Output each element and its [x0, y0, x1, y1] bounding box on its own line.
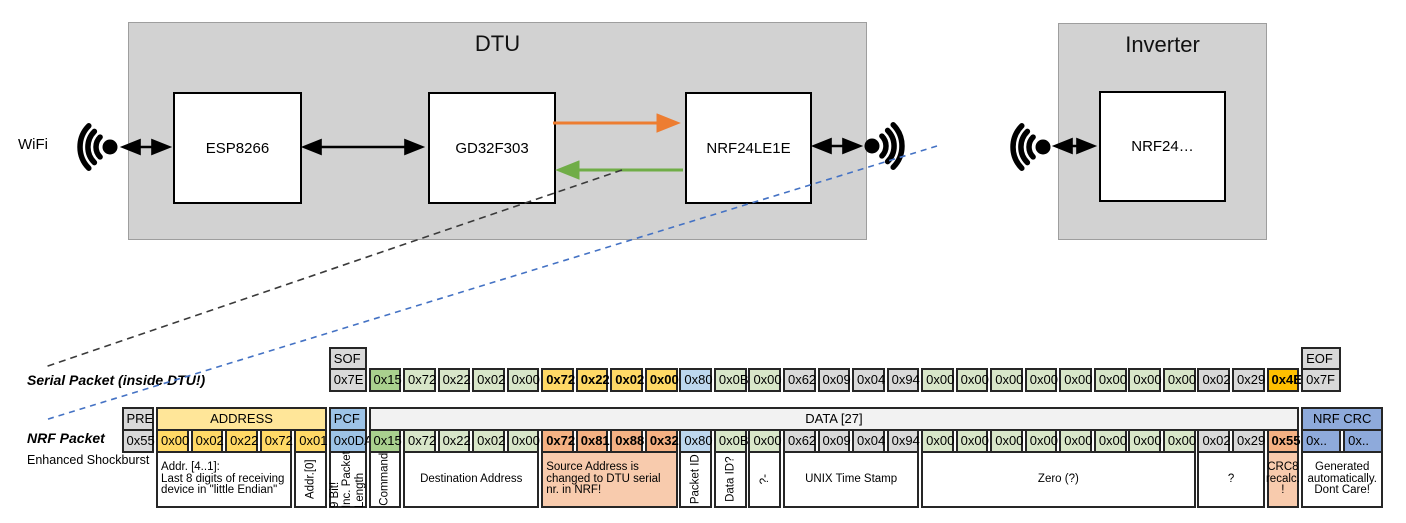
nrf-address-byte: 0x72 [259, 429, 293, 453]
serial-eof-byte: 0x7F [1301, 368, 1342, 392]
nrf-pre-header: PRE [121, 407, 155, 431]
serial-byte-cell: 0x00 [1162, 368, 1196, 392]
nrf-byte-cell: 0x22 [437, 429, 471, 453]
nrf-pcf-header: PCF [328, 407, 367, 431]
serial-byte-cell: 0x02 [610, 368, 644, 392]
serial-byte-cell: 0x00 [506, 368, 540, 392]
nrf-crc-header: NRF CRC [1301, 407, 1384, 431]
nrf-annotation-cell: Addr.[0] [294, 451, 327, 508]
serial-byte-cell: 0x0B [713, 368, 749, 392]
serial-byte-cell: 0x00 [1059, 368, 1093, 392]
serial-byte-cell: 0x72 [541, 368, 575, 392]
serial-byte-cell: 0x00 [748, 368, 782, 392]
nrf-annotation-cell: UNIX Time Stamp [782, 451, 920, 508]
inverter-title: Inverter [1125, 32, 1200, 57]
nrf-byte-cell: 0x00 [748, 429, 782, 453]
nrf-byte-cell: 0x62 [782, 429, 816, 453]
serial-byte-cell: 0x4E [1266, 368, 1302, 392]
component-inverter-nrf24-label: NRF24… [1131, 138, 1194, 155]
serial-byte-cell: 0x04 [852, 368, 885, 392]
nrf-packet-label: NRF Packet [27, 430, 105, 446]
nrf-byte-cell: 0x04 [852, 429, 885, 453]
nrf-byte-cell: 0x72 [403, 429, 436, 453]
nrf-byte-cell: 0x88 [610, 429, 644, 453]
nrf-byte-cell: 0x00 [1128, 429, 1162, 453]
serial-eof-header: EOF [1301, 347, 1342, 370]
serial-packet-label: Serial Packet (inside DTU!) [27, 372, 206, 388]
nrf-annotation-cell: Source Address is changed to DTU serial … [541, 451, 678, 508]
nrf-byte-cell: 0x94 [886, 429, 920, 453]
wifi-label: WiFi [18, 136, 48, 153]
serial-byte-cell: 0x02 [1197, 368, 1231, 392]
nrf-byte-cell: 0x02 [1197, 429, 1231, 453]
component-inverter-nrf24: NRF24… [1099, 91, 1226, 202]
nrf-annotation-cell: ? [1197, 451, 1265, 508]
serial-byte-cell: 0x15 [368, 368, 402, 392]
serial-byte-cell: 0x00 [1024, 368, 1058, 392]
nrf-byte-cell: 0x0B [713, 429, 749, 453]
nrf-byte-cell: 0x00 [921, 429, 954, 453]
nrf-byte-cell: 0x00 [990, 429, 1023, 453]
nrf-annotation-cell: Destination Address [403, 451, 540, 508]
nrf-byte-cell: 0x80 [679, 429, 713, 453]
nrf-byte-cell: 0x32 [644, 429, 679, 453]
nrf-byte-cell: 0x00 [955, 429, 989, 453]
nrf-byte-cell: 0x81 [575, 429, 610, 453]
serial-byte-cell: 0x00 [644, 368, 679, 392]
nrf-pre-byte: 0x55 [121, 429, 155, 453]
serial-byte-cell: 0x29 [1232, 368, 1265, 392]
serial-byte-cell: 0x22 [437, 368, 471, 392]
nrf-byte-cell: 0x00 [1059, 429, 1093, 453]
nrf-crc-byte: 0x.. [1301, 429, 1342, 453]
nrf-pcf-byte: 0x0DA [328, 429, 373, 453]
serial-byte-cell: 0x02 [472, 368, 505, 392]
nrf-byte-cell: 0x72 [541, 429, 575, 453]
serial-byte-cell: 0x00 [1128, 368, 1162, 392]
nrf-annotation-cell: Data ID? [713, 451, 747, 508]
enhanced-shockburst-label: Enhanced Shockburst [27, 453, 150, 467]
nrf-byte-cell: 0x00 [1024, 429, 1058, 453]
nrf-annotation-cell: Packet ID [679, 451, 713, 508]
nrf-byte-cell: 0x00 [1162, 429, 1196, 453]
nrf-byte-cell: 0x29 [1232, 429, 1265, 453]
nrf-byte-cell: 0x55 [1266, 429, 1300, 453]
nrf-annotation-cell: 9 Bit! Inc. Packet Length [328, 451, 367, 508]
serial-byte-cell: 0x00 [921, 368, 954, 392]
nrf-byte-cell: 0x00 [1093, 429, 1127, 453]
nrf-annotation-cell: Addr. [4..1]: Last 8 digits of receiving… [156, 451, 293, 508]
nrf-address-byte: 0x02 [190, 429, 224, 453]
nrf-address-header: ADDRESS [156, 407, 327, 431]
serial-sof-header: SOF [328, 347, 367, 370]
nrf-annotation-cell: Generated automatically. Dont Care! [1301, 451, 1384, 508]
nrf-annotation-cell: CRC8 recalc. ! [1266, 451, 1300, 508]
dtu-title: DTU [474, 31, 521, 56]
nrf-annotation-cell: ?- [748, 451, 782, 508]
nrf-annotation-cell: Zero (?) [921, 451, 1196, 508]
nrf-address-byte: 0x00 [156, 429, 189, 453]
serial-byte-cell: 0x62 [782, 368, 816, 392]
serial-byte-cell: 0x94 [886, 368, 920, 392]
serial-byte-cell: 0x22 [575, 368, 610, 392]
serial-byte-cell: 0x00 [1093, 368, 1127, 392]
nrf-annotation-cell: Command [368, 451, 402, 508]
nrf-address-byte: 0x01 [294, 429, 327, 453]
nrf-byte-cell: 0x00 [506, 429, 540, 453]
serial-byte-cell: 0x72 [403, 368, 436, 392]
nrf-byte-cell: 0x02 [472, 429, 505, 453]
nrf-crc-byte: 0x.. [1343, 429, 1384, 453]
serial-byte-cell: 0x80 [679, 368, 713, 392]
serial-byte-cell: 0x09 [817, 368, 851, 392]
serial-byte-cell: 0x00 [955, 368, 989, 392]
nrf-data-header: DATA [27] [368, 407, 1300, 431]
nrf-address-byte: 0x22 [225, 429, 258, 453]
nrf-byte-cell: 0x09 [817, 429, 851, 453]
serial-sof-byte: 0x7E [328, 368, 367, 392]
nrf-byte-cell: 0x15 [368, 429, 402, 453]
serial-byte-cell: 0x00 [990, 368, 1023, 392]
